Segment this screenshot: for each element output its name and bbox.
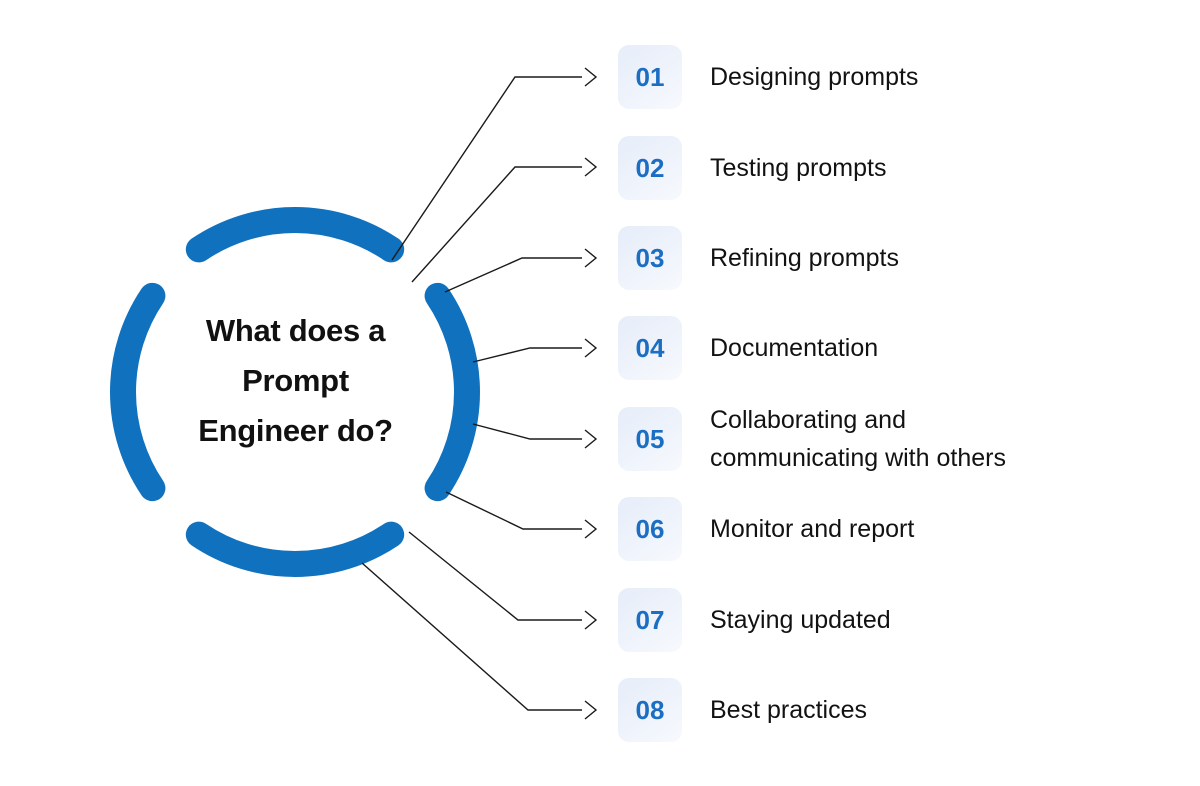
item-number-badge: 02 [618, 136, 682, 200]
arrowhead-05-icon [584, 429, 598, 449]
page-title: What does a Prompt Engineer do? [143, 306, 448, 456]
list-item[interactable]: 05 Collaborating and communicating with o… [618, 406, 1006, 472]
list-item[interactable]: 07 Staying updated [618, 588, 891, 652]
connector-05 [472, 423, 582, 440]
list-item[interactable]: 06 Monitor and report [618, 497, 914, 561]
list-item[interactable]: 08 Best practices [618, 678, 867, 742]
list-item[interactable]: 03 Refining prompts [618, 226, 899, 290]
item-label: Collaborating and communicating with oth… [710, 406, 1006, 472]
arrowhead-07-icon [584, 610, 598, 630]
item-label: Monitor and report [710, 515, 915, 543]
connector-04 [472, 347, 582, 363]
page-title-line-1: What does a [205, 313, 386, 348]
item-number-badge: 03 [618, 226, 682, 290]
ring-segment-1 [185, 207, 405, 263]
item-label: Best practices [710, 696, 868, 724]
item-label: Documentation [710, 334, 879, 362]
item-label: Designing prompts [710, 63, 919, 91]
list-item[interactable]: 04 Documentation [618, 316, 878, 380]
item-label: Testing prompts [710, 154, 887, 182]
page-title-line-3: Engineer do? [198, 413, 393, 448]
numbered-items-list: 01 Designing prompts 02 Testing prompts 03 Re… [618, 0, 1198, 786]
connector-07 [408, 531, 582, 621]
connector-08 [361, 562, 582, 711]
item-number-badge: 05 [618, 407, 682, 471]
arrowhead-08-icon [584, 700, 598, 720]
connector-02 [411, 166, 582, 283]
arrowhead-04-icon [584, 338, 598, 358]
arrowhead-06-icon [584, 519, 598, 539]
item-label: Refining prompts [710, 244, 899, 272]
arrowhead-02-icon [584, 157, 598, 177]
connector-01 [391, 76, 582, 261]
item-label: Staying updated [710, 606, 891, 634]
ring-segment-3 [185, 521, 405, 577]
item-number-badge: 01 [618, 45, 682, 109]
connector-06 [445, 491, 582, 530]
item-number-badge: 07 [618, 588, 682, 652]
list-item[interactable]: 02 Testing prompts [618, 136, 886, 200]
arrowhead-03-icon [584, 248, 598, 268]
item-number-badge: 04 [618, 316, 682, 380]
connector-03 [444, 257, 582, 293]
item-number-badge: 06 [618, 497, 682, 561]
arrowhead-01-icon [584, 67, 598, 87]
page-title-line-2: Prompt [242, 363, 349, 398]
item-number-badge: 08 [618, 678, 682, 742]
list-item[interactable]: 01 Designing prompts [618, 45, 918, 109]
